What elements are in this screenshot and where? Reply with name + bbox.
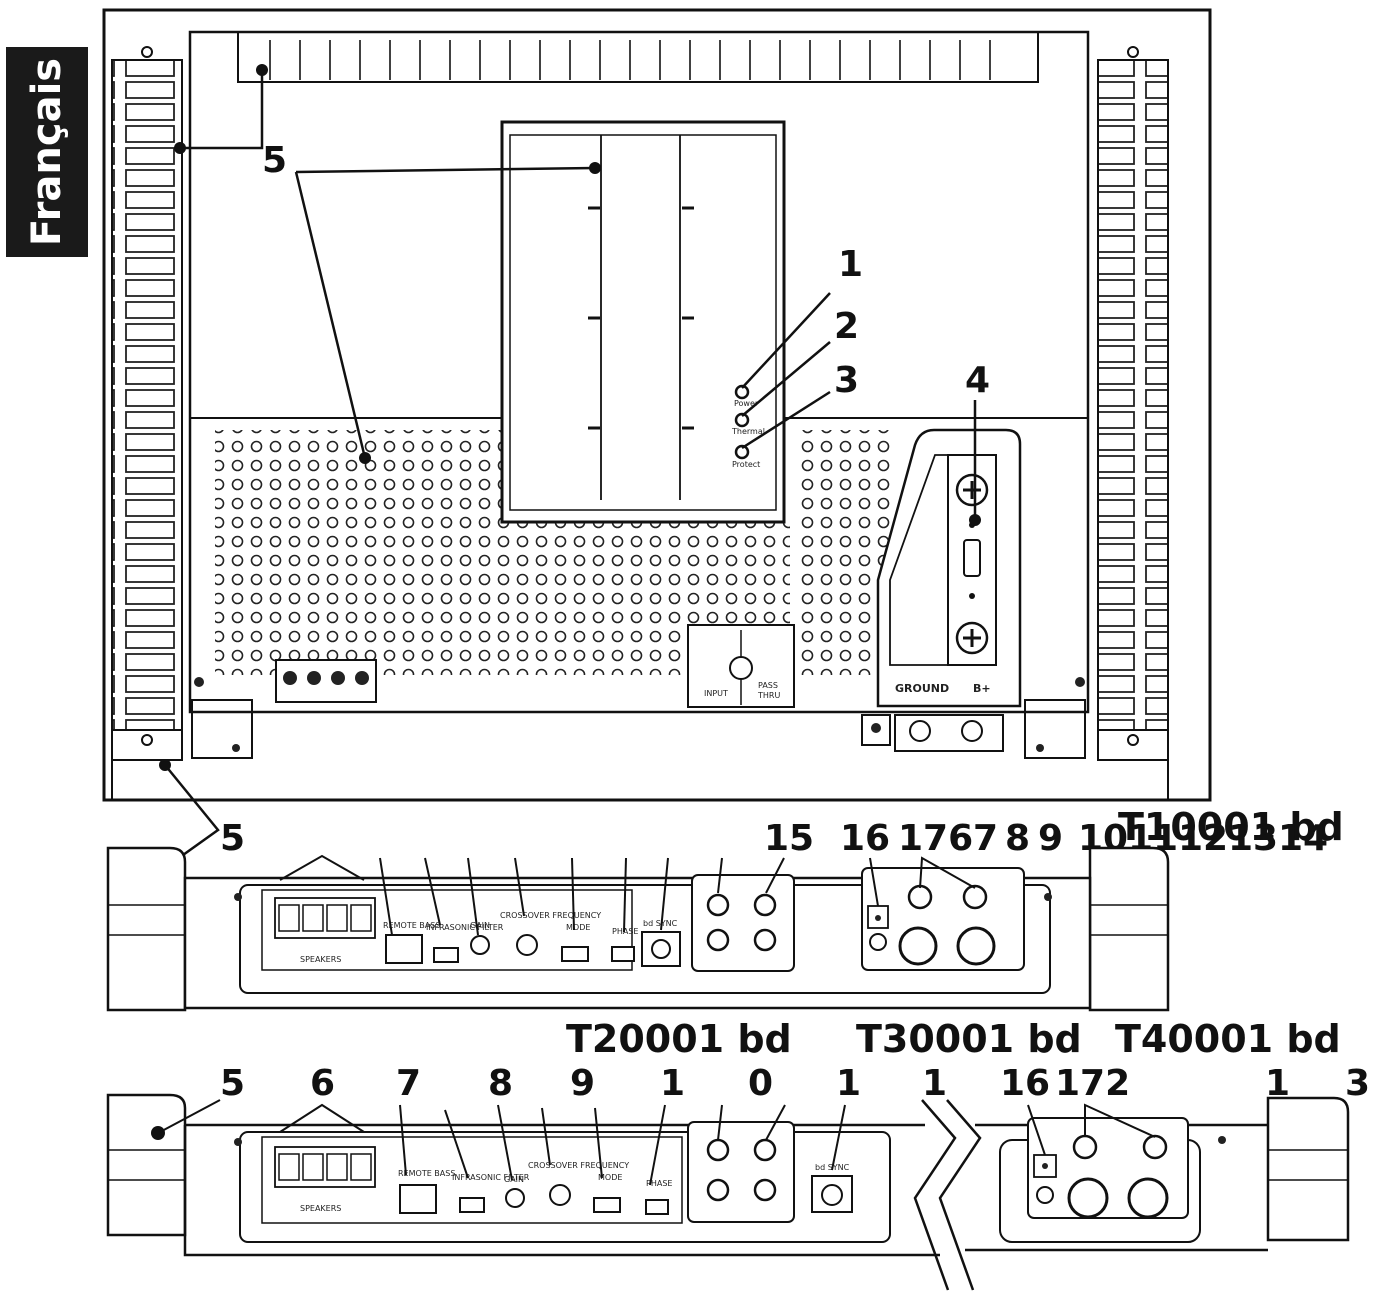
power-led-icon [734,384,750,400]
bottom-callout-5: 5 [220,1063,245,1104]
crossover-label: CROSSOVER FREQUENCY [500,911,601,920]
protect-led-icon [734,444,750,460]
terminal-screw-icon [331,671,345,685]
phase-switch [611,946,635,962]
right-heatsink [1097,59,1169,731]
top-rail [237,31,1039,83]
callout-3: 3 [834,360,859,401]
middle-callout-8: 8 [1005,818,1030,859]
phase-label: PHASE [612,927,638,936]
vent-grid-left [215,430,505,675]
speakers-label-2: SPEAKERS [300,1204,341,1213]
thermal-led-icon [734,412,750,428]
input-label: INPUT [704,689,728,698]
power-led-label: Power [734,399,759,408]
callout-1: 1 [838,244,863,285]
bottom-callout-172: 172 [1055,1063,1130,1104]
rail-slots [269,40,991,80]
model-t10001: T10001 bd [1118,805,1344,849]
rca-block [691,874,795,972]
screw-icon [141,46,153,58]
middle-callout-15: 15 [764,818,814,859]
model-t20001: T20001 bd [566,1017,792,1061]
bottom-callout-8: 8 [488,1063,513,1104]
middle-callout-12: 12 [1178,818,1228,859]
middle-callout-14: 14 [1278,818,1328,859]
thru-label: THRU [757,691,780,700]
mode-switch-2 [593,1197,621,1213]
bottom-callout-1c: 1 [922,1063,947,1104]
model-t40001: T40001 bd [1115,1017,1341,1061]
screw-icon [1127,46,1139,58]
bottom-view: T20001 bd T30001 bd T40001 bd 5 6 7 8 9 … [106,1017,1370,1291]
thermal-led-label: Thermal [731,427,765,436]
language-tab: Français [6,47,88,257]
left-heatsink [111,59,183,731]
gain-label-2: GAIN [504,1175,524,1184]
remote-bass-port-2 [399,1184,437,1214]
chassis-outline [102,8,1212,802]
screw-icon [141,734,153,746]
bottom-callout-9: 9 [570,1063,595,1104]
middle-callout-9: 9 [1038,818,1063,859]
bd-sync-label: bd SYNC [643,919,678,928]
bottom-callout-6: 6 [310,1063,335,1104]
crossover-label-2: CROSSOVER FREQUENCY [528,1161,629,1170]
rca-block-2 [687,1121,795,1223]
screw-icon [1127,734,1139,746]
infrasonic-label-2: INFRASONIC FILTER [452,1173,530,1182]
bottom-callout-7: 7 [396,1063,421,1104]
middle-callout-176: 176 [898,818,973,859]
terminal-screw-icon [307,671,321,685]
infrasonic-switch-2 [459,1197,485,1213]
gain-label: GAIN [470,921,490,930]
pass-label: PASS [758,681,778,690]
ground-label: GROUND [895,682,949,695]
phase-label-2: PHASE [646,1179,672,1188]
mode-switch [561,946,589,962]
vent-grid-right [800,430,890,675]
callout-4: 4 [965,360,990,401]
crossover-knob-icon [516,934,538,956]
mode-label: MODE [566,923,590,932]
gain-knob-icon [470,935,490,955]
callout-2: 2 [834,306,859,347]
middle-callout-5: 5 [220,818,245,859]
bottom-callout-3: 3 [1345,1063,1370,1104]
middle-view: T10001 bd 5 15 16 176 7 8 9 10 11 12 13 … [106,805,1344,1012]
bottom-callout-1b: 1 [836,1063,861,1104]
bottom-callout-16: 16 [1000,1063,1050,1104]
model-t30001: T30001 bd [856,1017,1082,1061]
top-view: Power Thermal Protect INPUT PASS THRU GR… [102,8,1212,882]
gain-knob-icon-2 [505,1188,525,1208]
remote-bass-label-2: REMOTE BASS [398,1169,455,1178]
mode-label-2: MODE [598,1173,622,1182]
remote-bass-port [385,934,423,964]
break-line [913,1099,957,1291]
terminal-screw-icon [283,671,297,685]
infrasonic-label: INFRASONIC FILTER [426,923,504,932]
middle-callout-16: 16 [840,818,890,859]
remote-bass-label: REMOTE BASS [383,921,440,930]
middle-callout-7: 7 [973,818,998,859]
speakers-label: SPEAKERS [300,955,341,964]
fuse-icon [963,539,981,577]
middle-callout-13: 13 [1228,818,1278,859]
infrasonic-switch [433,947,459,963]
crossover-knob-icon-2 [549,1184,571,1206]
bottom-callout-0: 0 [748,1063,773,1104]
terminal-screw-icon [355,671,369,685]
phase-switch-2 [645,1199,669,1215]
callout-5: 5 [262,140,287,181]
protect-led-label: Protect [732,460,760,469]
bplus-label: B+ [973,682,991,695]
bottom-callout-1a: 1 [660,1063,685,1104]
bottom-panel-body-left [183,1123,940,1257]
